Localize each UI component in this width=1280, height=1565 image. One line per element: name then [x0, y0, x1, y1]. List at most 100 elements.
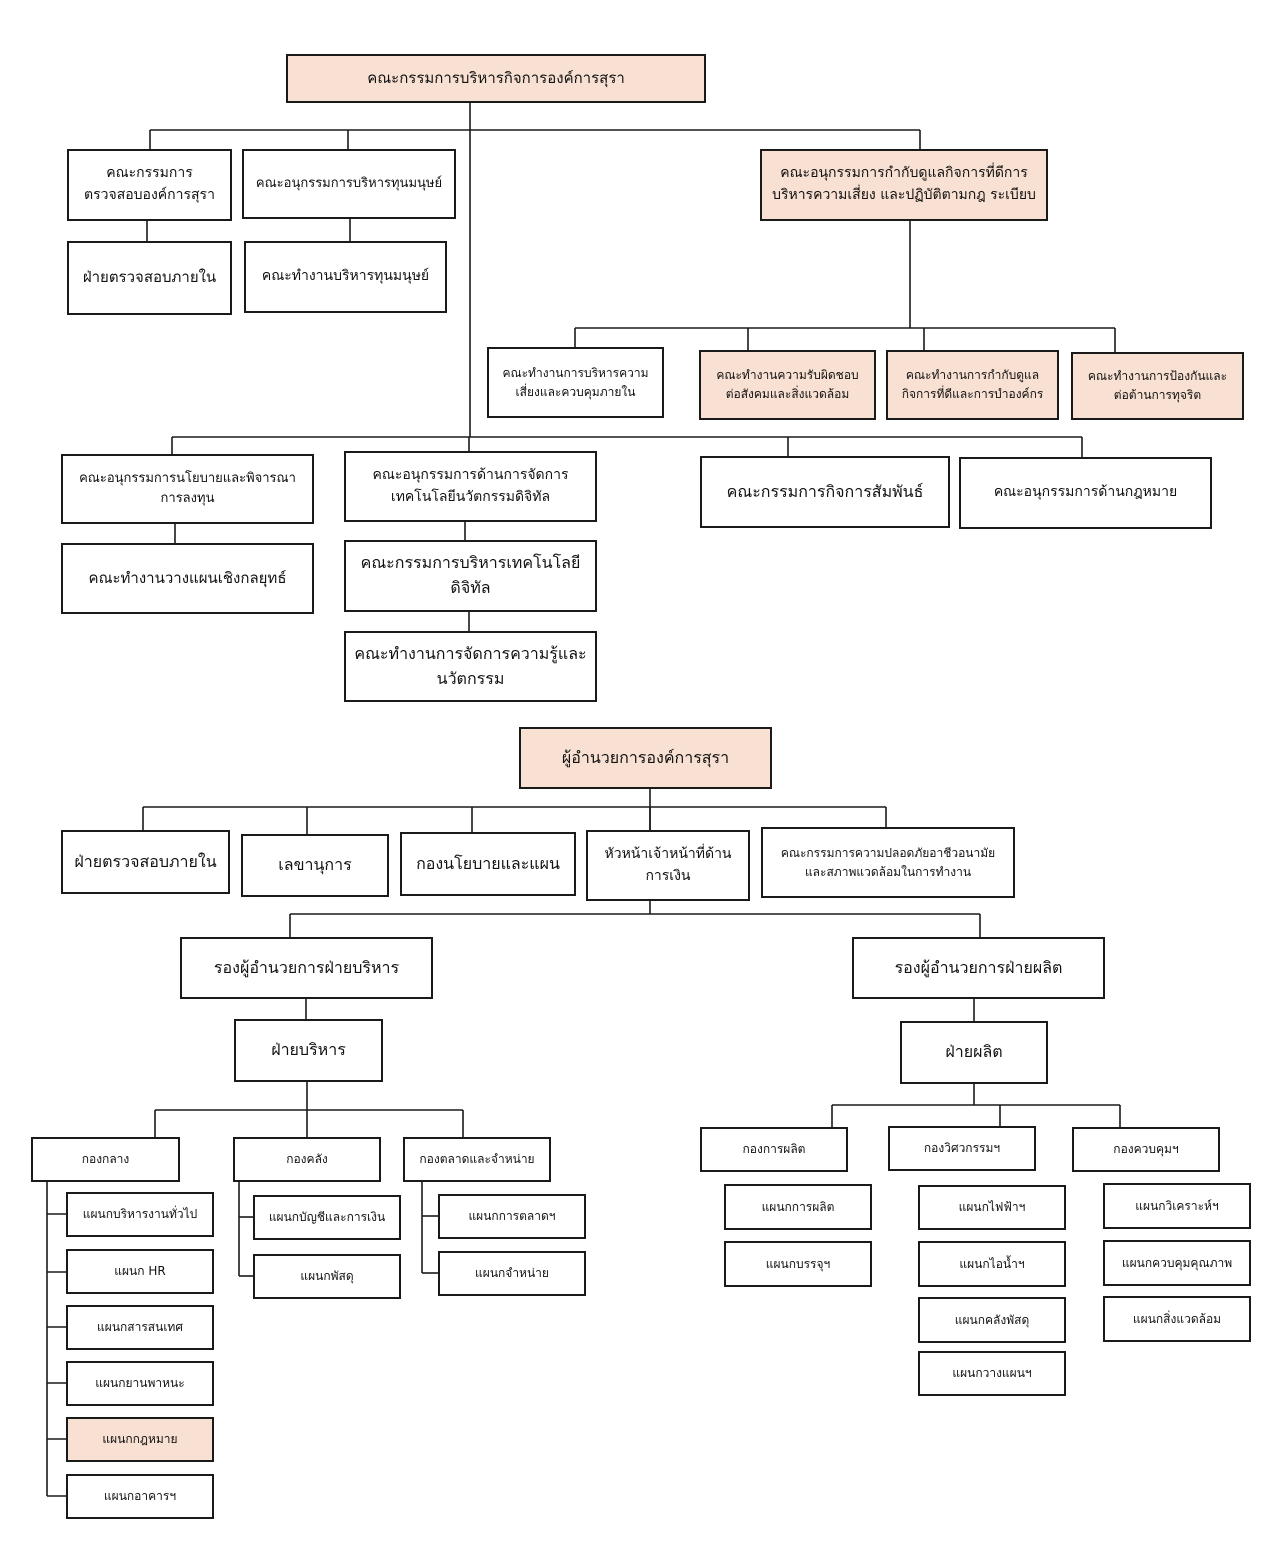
governance-subcommittee: คณะอนุกรรมการกำกับดูแลกิจการที่ดีการ บริ… [760, 149, 1048, 221]
strategy-working-group: คณะทำงานวางแผนเชิงกลยุทธ์ [61, 543, 314, 614]
unit-electrical: แผนกไฟฟ้าฯ [918, 1185, 1066, 1230]
anti-corruption-working-group: คณะทำงานการป้องกันและ ต่อต้านการทุจริต [1071, 352, 1244, 420]
hr-subcommittee: คณะอนุกรรมการบริหารทุนมนุษย์ [242, 149, 456, 219]
unit-vehicles-label: แผนกยานพาหนะ [95, 1376, 185, 1391]
internal-audit-dept-label: ฝ่ายตรวจสอบภายใน [82, 268, 217, 287]
staff-secretary-label: เลขานุการ [278, 855, 352, 875]
csr-working-group-label: คณะทำงานความรับผิดชอบ ต่อสังคมและสิ่งแวด… [716, 368, 859, 401]
knowledge-innovation-working-group-label: คณะทำงานการจัดการความรู้และ นวัตกรรม [354, 643, 587, 688]
unit-planning: แผนกวางแผนฯ [918, 1351, 1066, 1396]
knowledge-innovation-working-group: คณะทำงานการจัดการความรู้และ นวัตกรรม [344, 631, 597, 702]
audit-committee-label: คณะกรรมการ ตรวจสอบองค์การสุรา [84, 165, 215, 203]
deputy-production-label: รองผู้อำนวยการฝ่ายผลิต [894, 957, 1063, 977]
staff-secretary: เลขานุการ [241, 834, 389, 897]
control-bureau: กองควบคุมฯ [1072, 1127, 1220, 1172]
unit-buildings-label: แผนกอาคารฯ [103, 1489, 177, 1504]
deputy-production: รองผู้อำนวยการฝ่ายผลิต [852, 937, 1105, 999]
unit-it: แผนกสารสนเทศ [66, 1305, 214, 1350]
unit-buildings: แผนกอาคารฯ [66, 1474, 214, 1519]
unit-accounting: แผนกบัญชีและการเงิน [253, 1195, 401, 1240]
good-governance-working-group-label: คณะทำงานการกำกับดูแล กิจการที่ดีและการบำ… [901, 368, 1044, 401]
admin-division-label: ฝ่ายบริหาร [271, 1040, 346, 1060]
board-of-directors: คณะกรรมการบริหารกิจการองค์การสุรา [286, 54, 706, 103]
central-bureau: กองกลาง [31, 1137, 180, 1182]
legal-subcommittee: คณะอนุกรรมการด้านกฎหมาย [959, 457, 1212, 529]
admin-division: ฝ่ายบริหาร [234, 1019, 383, 1082]
staff-policy-planning-label: กองนโยบายและแผน [416, 853, 560, 873]
unit-marketing: แผนกการตลาดฯ [438, 1194, 586, 1239]
risk-control-working-group-label: คณะทำงานการบริหารความ เสี่ยงและควบคุมภาย… [502, 365, 649, 399]
good-governance-working-group: คณะทำงานการกำกับดูแล กิจการที่ดีและการบำ… [886, 350, 1059, 420]
staff-policy-planning: กองนโยบายและแผน [400, 832, 576, 896]
marketing-bureau-label: กองตลาดและจำหน่าย [419, 1152, 535, 1167]
unit-analysis: แผนกวิเคราะห์ฯ [1103, 1183, 1251, 1229]
production-division-label: ฝ่ายผลิต [945, 1042, 1003, 1062]
unit-analysis-label: แผนกวิเคราะห์ฯ [1135, 1198, 1219, 1213]
production-division: ฝ่ายผลิต [900, 1021, 1048, 1084]
audit-committee: คณะกรรมการ ตรวจสอบองค์การสุรา [67, 149, 232, 221]
unit-it-label: แผนกสารสนเทศ [97, 1320, 183, 1335]
unit-marketing-label: แผนกการตลาดฯ [468, 1209, 556, 1224]
anti-corruption-working-group-label: คณะทำงานการป้องกันและ ต่อต้านการทุจริต [1087, 369, 1228, 402]
board-of-directors-label: คณะกรรมการบริหารกิจการองค์การสุรา [367, 68, 625, 87]
central-bureau-label: กองกลาง [81, 1152, 130, 1167]
unit-warehouse-label: แผนกคลังพัสดุ [954, 1312, 1030, 1327]
unit-quality-control-label: แผนกควบคุมคุณภาพ [1121, 1255, 1233, 1270]
labor-relations-committee-label: คณะกรรมการกิจการสัมพันธ์ [726, 481, 924, 501]
strategy-working-group-label: คณะทำงานวางแผนเชิงกลยุทธ์ [88, 568, 287, 587]
unit-environment: แผนกสิ่งแวดล้อม [1103, 1296, 1251, 1342]
marketing-bureau: กองตลาดและจำหน่าย [403, 1137, 551, 1182]
digital-tech-subcommittee-label: คณะอนุกรรมการด้านการจัดการ เทคโนโลยีนวัต… [372, 466, 569, 505]
director-general-label: ผู้อำนวยการองค์การสุรา [561, 747, 730, 767]
unit-hr-label: แผนก HR [114, 1264, 166, 1279]
digital-tech-committee-label: คณะกรรมการบริหารเทคโนโลยี ดิจิทัล [360, 553, 581, 597]
engineering-bureau-label: กองวิศวกรรมฯ [923, 1141, 1001, 1156]
staff-safety-committee: คณะกรรมการความปลอดภัยอาชีวอนามัย และสภาพ… [761, 827, 1015, 898]
unit-supplies: แผนกพัสดุ [253, 1254, 401, 1299]
hr-subcommittee-label: คณะอนุกรรมการบริหารทุนมนุษย์ [255, 175, 443, 191]
governance-subcommittee-label: คณะอนุกรรมการกำกับดูแลกิจการที่ดีการ บริ… [772, 165, 1036, 203]
legal-subcommittee-label: คณะอนุกรรมการด้านกฎหมาย [993, 484, 1178, 501]
staff-cfo: หัวหน้าเจ้าหน้าที่ด้าน การเงิน [586, 830, 750, 901]
staff-safety-committee-label: คณะกรรมการความปลอดภัยอาชีวอนามัย และสภาพ… [780, 845, 996, 879]
hr-working-group: คณะทำงานบริหารทุนมนุษย์ [244, 241, 447, 313]
unit-electrical-label: แผนกไฟฟ้าฯ [958, 1200, 1026, 1215]
unit-legal-label: แผนกกฎหมาย [102, 1432, 178, 1447]
risk-control-working-group: คณะทำงานการบริหารความ เสี่ยงและควบคุมภาย… [487, 347, 664, 418]
unit-sales: แผนกจำหน่าย [438, 1251, 586, 1296]
staff-internal-audit: ฝ่ายตรวจสอบภายใน [61, 830, 230, 894]
unit-quality-control: แผนกควบคุมคุณภาพ [1103, 1240, 1251, 1286]
unit-general-admin: แผนกบริหารงานทั่วไป [66, 1192, 214, 1237]
digital-tech-subcommittee: คณะอนุกรรมการด้านการจัดการ เทคโนโลยีนวัต… [344, 451, 597, 522]
unit-supplies-label: แผนกพัสดุ [300, 1269, 354, 1284]
staff-internal-audit-label: ฝ่ายตรวจสอบภายใน [74, 851, 217, 871]
production-bureau: กองการผลิต [700, 1127, 848, 1172]
deputy-admin: รองผู้อำนวยการฝ่ายบริหาร [180, 937, 433, 999]
digital-tech-committee: คณะกรรมการบริหารเทคโนโลยี ดิจิทัล [344, 540, 597, 612]
unit-legal: แผนกกฎหมาย [66, 1417, 214, 1462]
unit-hr: แผนก HR [66, 1249, 214, 1294]
unit-steam-label: แผนกไอน้ำฯ [959, 1256, 1025, 1271]
unit-packaging: แผนกบรรจุฯ [724, 1241, 872, 1287]
policy-investment-subcommittee: คณะอนุกรรมการนโยบายและพิจารณา การลงทุน [61, 454, 314, 524]
unit-planning-label: แผนกวางแผนฯ [952, 1366, 1032, 1381]
internal-audit-dept: ฝ่ายตรวจสอบภายใน [67, 241, 232, 315]
unit-environment-label: แผนกสิ่งแวดล้อม [1132, 1311, 1222, 1326]
engineering-bureau: กองวิศวกรรมฯ [888, 1126, 1036, 1171]
staff-cfo-label: หัวหน้าเจ้าหน้าที่ด้าน การเงิน [604, 845, 732, 884]
unit-warehouse: แผนกคลังพัสดุ [918, 1297, 1066, 1343]
unit-accounting-label: แผนกบัญชีและการเงิน [268, 1210, 386, 1225]
finance-bureau: กองคลัง [233, 1137, 381, 1182]
production-bureau-label: กองการผลิต [742, 1142, 806, 1157]
unit-production: แผนกการผลิต [724, 1184, 872, 1230]
csr-working-group: คณะทำงานความรับผิดชอบ ต่อสังคมและสิ่งแวด… [699, 350, 876, 420]
policy-investment-subcommittee-label: คณะอนุกรรมการนโยบายและพิจารณา การลงทุน [79, 470, 296, 506]
control-bureau-label: กองควบคุมฯ [1113, 1142, 1179, 1157]
finance-bureau-label: กองคลัง [286, 1152, 328, 1167]
unit-packaging-label: แผนกบรรจุฯ [765, 1256, 831, 1271]
unit-vehicles: แผนกยานพาหนะ [66, 1361, 214, 1406]
unit-production-label: แผนกการผลิต [761, 1199, 835, 1214]
labor-relations-committee: คณะกรรมการกิจการสัมพันธ์ [700, 456, 950, 528]
director-general: ผู้อำนวยการองค์การสุรา [519, 727, 772, 789]
